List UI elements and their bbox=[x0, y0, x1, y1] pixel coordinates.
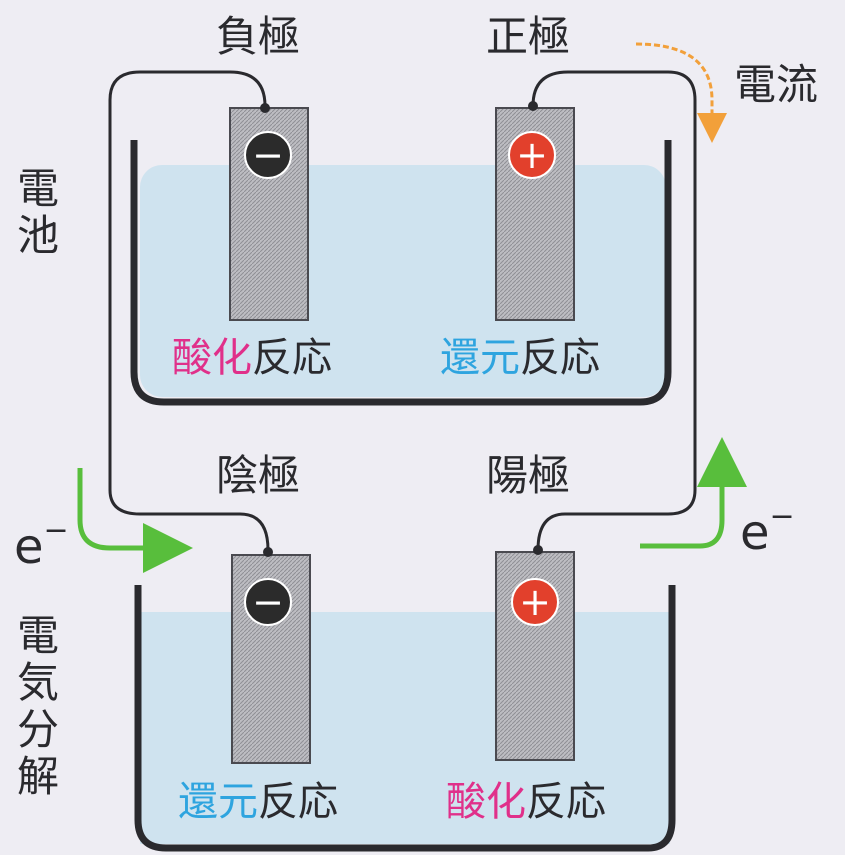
current-label: 電流 bbox=[734, 60, 819, 109]
electron-label-right-base: e bbox=[740, 505, 770, 561]
electrolysis-cathode-sign: − bbox=[252, 580, 284, 624]
circuit-wires bbox=[108, 70, 697, 557]
battery-positive-terminal bbox=[508, 131, 556, 179]
electrolysis-anode-label: 陽極 bbox=[486, 451, 571, 500]
battery-right-reaction-type: 還元 bbox=[440, 335, 520, 381]
wire-right-loop bbox=[531, 70, 697, 551]
electrolysis-cathode-label: 陰極 bbox=[216, 451, 301, 500]
electrolysis-anode-terminal bbox=[511, 578, 559, 626]
electrolysis-left-reaction: 還元反応 bbox=[178, 782, 338, 822]
electrolysis-beaker bbox=[134, 585, 676, 852]
battery-right-reaction: 還元反応 bbox=[440, 338, 600, 378]
electrolysis-right-reaction-type: 酸化 bbox=[446, 779, 526, 825]
electrolysis-electrolyte bbox=[140, 612, 670, 844]
battery-negative-sign: − bbox=[252, 133, 284, 177]
electrolysis-right-reaction-suffix: 反応 bbox=[526, 779, 606, 825]
battery-left-reaction-suffix: 反応 bbox=[252, 335, 332, 381]
electrolysis-cathode-terminal bbox=[244, 578, 292, 626]
wire-node-battery-positive bbox=[528, 101, 538, 111]
battery-positive-label: 正極 bbox=[486, 12, 571, 61]
electron-label-right-sup: − bbox=[769, 499, 795, 534]
battery-cell: − + bbox=[130, 107, 672, 406]
battery-right-reaction-suffix: 反応 bbox=[520, 335, 600, 381]
electron-arrow-right bbox=[640, 437, 747, 549]
battery-positive-sign: + bbox=[516, 133, 548, 177]
electron-arrow-left bbox=[77, 468, 193, 573]
electron-label-left: e− bbox=[14, 516, 69, 572]
electrolysis-cell: − + bbox=[134, 551, 676, 852]
electrolysis-left-reaction-suffix: 反応 bbox=[258, 779, 338, 825]
battery-negative-label: 負極 bbox=[216, 12, 301, 61]
battery-title: 電池 bbox=[16, 164, 59, 261]
battery-beaker bbox=[130, 140, 672, 406]
battery-left-reaction-type: 酸化 bbox=[172, 335, 252, 381]
electrolysis-right-reaction: 酸化反応 bbox=[446, 782, 606, 822]
electron-label-left-sup: − bbox=[43, 513, 69, 548]
wire-node-cathode bbox=[263, 547, 273, 557]
current-arrow bbox=[635, 42, 727, 143]
electrolysis-anode-sign: + bbox=[519, 580, 551, 624]
wire-left-loop bbox=[108, 70, 270, 551]
battery-left-reaction: 酸化反応 bbox=[172, 338, 332, 378]
electron-label-right: e− bbox=[740, 502, 795, 558]
battery-negative-terminal bbox=[244, 131, 292, 179]
electrolysis-left-reaction-type: 還元 bbox=[178, 779, 258, 825]
wire-node-anode bbox=[533, 545, 543, 555]
electron-label-left-base: e bbox=[14, 519, 44, 575]
wire-node-battery-negative bbox=[260, 103, 270, 113]
electrolysis-title: 電気分解 bbox=[16, 611, 59, 802]
